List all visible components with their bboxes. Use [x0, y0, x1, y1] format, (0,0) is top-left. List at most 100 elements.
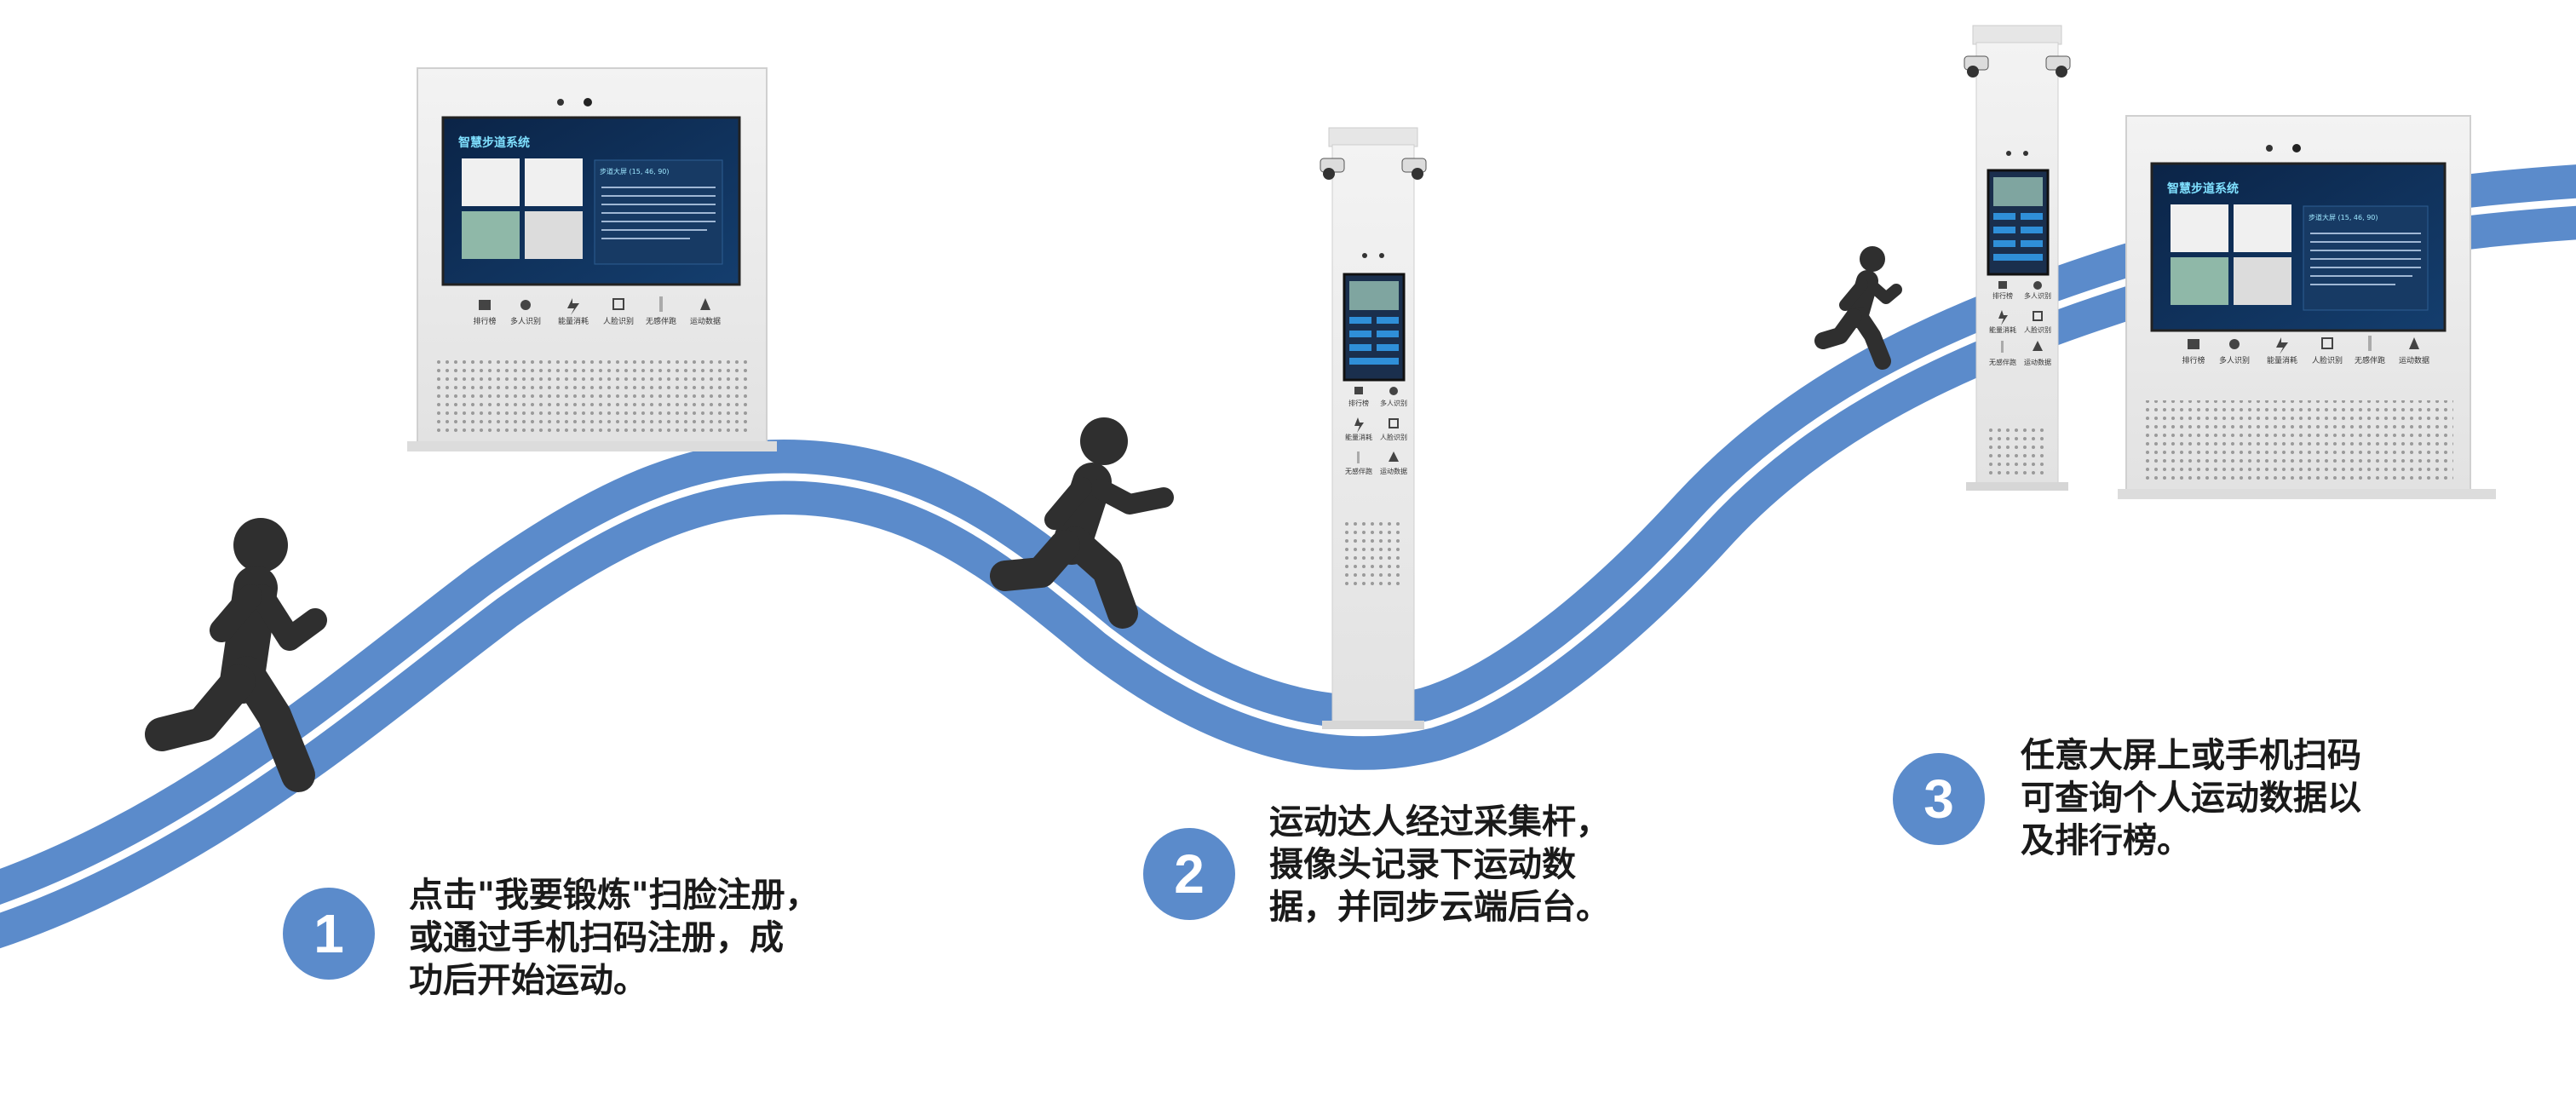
multi-person-icon	[520, 300, 531, 310]
kiosk-icon-labels: 排行榜 多人识别 能量消耗 人脸识别 无感伴跑 运动数据	[473, 316, 721, 326]
panel-head: 步道大屏 (15, 46, 90)	[2309, 213, 2378, 221]
svg-text:多人识别: 多人识别	[510, 316, 541, 326]
screen-thumb	[2234, 204, 2291, 252]
pole-icon-labels: 排行榜 多人识别 能量消耗 人脸识别 无感伴跑 运动数据	[1989, 291, 2051, 366]
svg-text:运动数据: 运动数据	[1380, 467, 1407, 475]
screen-thumb	[2171, 204, 2228, 252]
screen-title: 智慧步道系统	[457, 135, 530, 150]
kiosk-icon-row	[479, 296, 710, 315]
step-1: 1 点击"我要锻炼"扫脸注册， 或通过手机扫码注册，成 功后开始运动。	[283, 874, 819, 1002]
svg-text:人脸识别: 人脸识别	[2024, 325, 2051, 334]
energy-icon	[567, 298, 579, 315]
kiosk-icon-labels: 排行榜 多人识别 能量消耗 人脸识别 无感伴跑 运动数据	[2182, 355, 2429, 365]
step-2: 2 运动达人经过采集杆， 摄像头记录下运动数 据，并同步云端后台。	[1143, 801, 1610, 929]
svg-text:无感伴跑: 无感伴跑	[2355, 355, 2385, 365]
svg-text:人脸识别: 人脸识别	[1380, 433, 1407, 441]
kiosk-left: 智慧步道系统 步道大屏 (15, 46, 90) 排行榜 多人识别 能量消耗 人…	[407, 67, 777, 451]
pole-right: 排行榜 多人识别 能量消耗 人脸识别 无感伴跑 运动数据	[1964, 25, 2071, 491]
svg-text:能量消耗: 能量消耗	[1989, 325, 2016, 334]
face-id-icon	[2321, 337, 2333, 349]
kiosk-base	[2118, 489, 2496, 499]
svg-text:能量消耗: 能量消耗	[2267, 355, 2297, 365]
screen-thumb	[525, 211, 583, 259]
sport-data-icon	[700, 298, 710, 310]
ranking-icon	[479, 300, 491, 310]
screen-thumb	[2171, 257, 2228, 305]
kiosk-right: 智慧步道系统 步道大屏 (15, 46, 90) 排行榜 多人识别 能量消耗 人…	[2118, 115, 2496, 499]
runner-icon	[990, 417, 1174, 629]
speaker-grille	[434, 359, 750, 436]
pole-base	[1966, 482, 2068, 491]
sport-data-icon	[2409, 337, 2419, 349]
speaker-grille	[1344, 521, 1404, 589]
screen-title: 智慧步道系统	[2166, 181, 2239, 196]
step-number-badge: 1	[283, 888, 375, 980]
step-3: 3 任意大屏上或手机扫码 可查询个人运动数据以 及排行榜。	[1893, 734, 2361, 862]
svg-text:运动数据: 运动数据	[2024, 358, 2051, 366]
camera-icon	[1320, 158, 1345, 180]
step-number-badge: 2	[1143, 828, 1235, 920]
panel-head: 步道大屏 (15, 46, 90)	[600, 167, 670, 175]
screen-thumb	[525, 158, 583, 206]
svg-text:无感伴跑: 无感伴跑	[1345, 467, 1372, 475]
screen-photo	[1993, 177, 2043, 206]
svg-text:运动数据: 运动数据	[2399, 355, 2429, 365]
pole-icon-labels: 排行榜 多人识别 能量消耗 人脸识别 无感伴跑 运动数据	[1345, 399, 1407, 475]
camera-dot	[1362, 253, 1367, 258]
runner-icon	[1814, 246, 1902, 370]
svg-text:人脸识别: 人脸识别	[603, 316, 634, 326]
panel-text-lines	[2310, 233, 2421, 285]
svg-text:排行榜: 排行榜	[2182, 355, 2205, 365]
screen-photo	[1349, 281, 1399, 310]
svg-text:排行榜: 排行榜	[1992, 291, 2013, 300]
pole-center: 排行榜 多人识别 能量消耗 人脸识别 无感伴跑 运动数据	[1320, 127, 1427, 729]
camera-dot	[2006, 151, 2011, 156]
svg-text:运动数据: 运动数据	[690, 316, 721, 326]
camera-icon	[1401, 158, 1427, 180]
camera-dot	[1379, 253, 1384, 258]
pacer-icon	[2368, 336, 2372, 351]
step-number-badge: 3	[1893, 753, 1985, 845]
kiosk-base	[407, 441, 777, 451]
face-id-icon	[612, 298, 624, 310]
camera-dot	[557, 99, 564, 106]
svg-text:能量消耗: 能量消耗	[558, 316, 589, 326]
ranking-icon	[2188, 339, 2199, 349]
multi-person-icon	[2229, 339, 2240, 349]
svg-text:多人识别: 多人识别	[2219, 355, 2250, 365]
lane-line	[0, 198, 2576, 913]
svg-text:排行榜: 排行榜	[1348, 399, 1369, 407]
pole-base	[1322, 721, 1424, 729]
camera-icon	[1964, 55, 1989, 78]
step-description: 任意大屏上或手机扫码 可查询个人运动数据以 及排行榜。	[2021, 736, 2361, 860]
svg-text:多人识别: 多人识别	[2024, 291, 2051, 300]
screen-thumb	[462, 211, 520, 259]
pole-icon-grid	[1998, 281, 2043, 353]
camera-dot	[584, 98, 592, 106]
pole-cap	[1972, 25, 2062, 45]
speaker-grille	[1988, 426, 2048, 479]
svg-text:能量消耗: 能量消耗	[1345, 433, 1372, 441]
panel-text-lines	[601, 187, 716, 239]
svg-text:人脸识别: 人脸识别	[2312, 355, 2343, 365]
camera-dot	[2292, 144, 2301, 152]
pole-body	[1331, 144, 1415, 725]
pacer-icon	[659, 296, 663, 312]
screen-thumb	[462, 158, 520, 206]
step-description: 点击"我要锻炼"扫脸注册， 或通过手机扫码注册，成 功后开始运动。	[409, 876, 819, 1000]
screen-thumb	[2234, 257, 2291, 305]
kiosk-icon-row	[2188, 336, 2419, 354]
runner-icon	[145, 518, 327, 792]
speaker-grille	[2143, 400, 2453, 482]
svg-text:排行榜: 排行榜	[473, 316, 496, 326]
pole-icon-grid	[1354, 387, 1399, 463]
svg-text:无感伴跑: 无感伴跑	[646, 316, 676, 326]
camera-dot	[2266, 145, 2273, 152]
svg-text:多人识别: 多人识别	[1380, 399, 1407, 407]
camera-icon	[2045, 55, 2071, 78]
screen-rows	[1349, 317, 1399, 365]
svg-text:无感伴跑: 无感伴跑	[1989, 358, 2016, 366]
running-track	[0, 164, 2576, 949]
energy-icon	[2276, 337, 2288, 354]
